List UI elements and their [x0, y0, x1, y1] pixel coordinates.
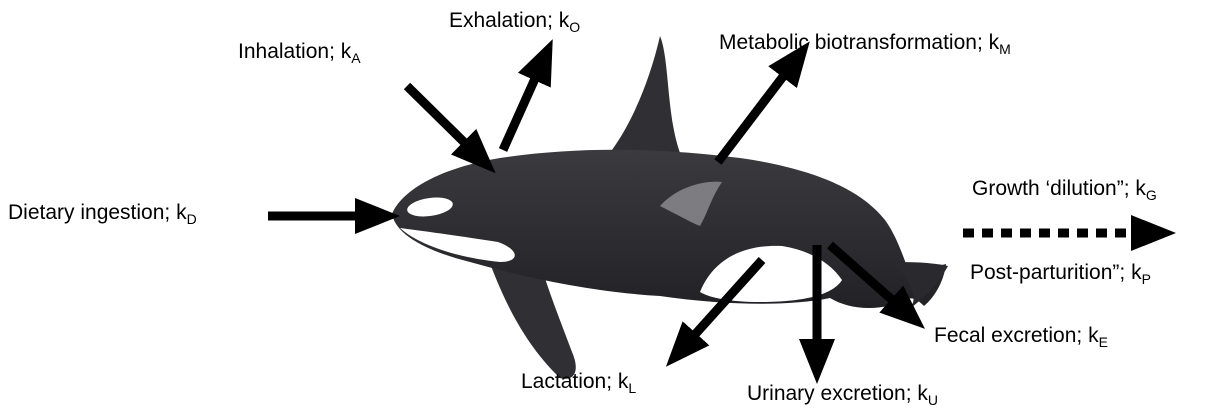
growth-label: Growth ‘dilution”; kG — [972, 177, 1157, 201]
lactation-name: Lactation — [521, 370, 606, 393]
fecal-label: Fecal excretion; kE — [934, 324, 1108, 348]
inhalation-rate-k: k — [341, 40, 352, 63]
growth-rate-k: k — [1135, 177, 1146, 200]
inhalation-label: Inhalation; kA — [238, 40, 361, 64]
exhalation-rate-k: k — [559, 9, 570, 32]
dietary-rate-subscript: D — [187, 211, 197, 227]
dietary-rate-k: k — [176, 201, 187, 224]
metabolic-rate-subscript: M — [999, 41, 1011, 57]
exhalation-label: Exhalation; kO — [449, 9, 580, 33]
dorsal-fin — [604, 36, 682, 160]
urinary-rate-subscript: U — [928, 392, 938, 408]
inhalation-arrow — [407, 86, 470, 148]
exhalation-rate-subscript: O — [569, 19, 580, 35]
metabolic-arrow — [718, 70, 788, 162]
metabolic-rate-k: k — [989, 31, 1000, 54]
inhalation-rate-subscript: A — [351, 50, 360, 66]
fecal-name: Fecal excretion — [934, 324, 1076, 347]
lactation-label: Lactation; kL — [521, 370, 636, 394]
orca-icon — [392, 36, 948, 379]
metabolic-label: Metabolic biotransformation; kM — [719, 31, 1011, 55]
urinary-rate-k: k — [917, 382, 928, 405]
dietary-name: Dietary ingestion — [8, 201, 164, 224]
lactation-rate-subscript: L — [628, 380, 636, 396]
growth-rate-subscript: G — [1146, 187, 1157, 203]
whale-body — [392, 150, 946, 308]
fecal-rate-k: k — [1088, 324, 1099, 347]
postpart-name: Post-parturition” — [970, 261, 1119, 284]
urinary-name: Urinary excretion — [747, 382, 906, 405]
exhalation-name: Exhalation — [449, 9, 547, 32]
dietary-label: Dietary ingestion; kD — [8, 201, 197, 225]
postpart-rate-k: k — [1131, 261, 1142, 284]
urinary-label: Urinary excretion; kU — [747, 382, 938, 406]
inhalation-name: Inhalation — [238, 40, 329, 63]
exhalation-arrow — [503, 72, 538, 150]
lactation-rate-k: k — [618, 370, 629, 393]
postpart-rate-subscript: P — [1142, 271, 1151, 287]
postpart-label: Post-parturition”; kP — [970, 261, 1151, 285]
metabolic-name: Metabolic biotransformation — [719, 31, 977, 54]
growth-name: Growth ‘dilution” — [972, 177, 1124, 200]
fecal-rate-subscript: E — [1099, 334, 1108, 350]
